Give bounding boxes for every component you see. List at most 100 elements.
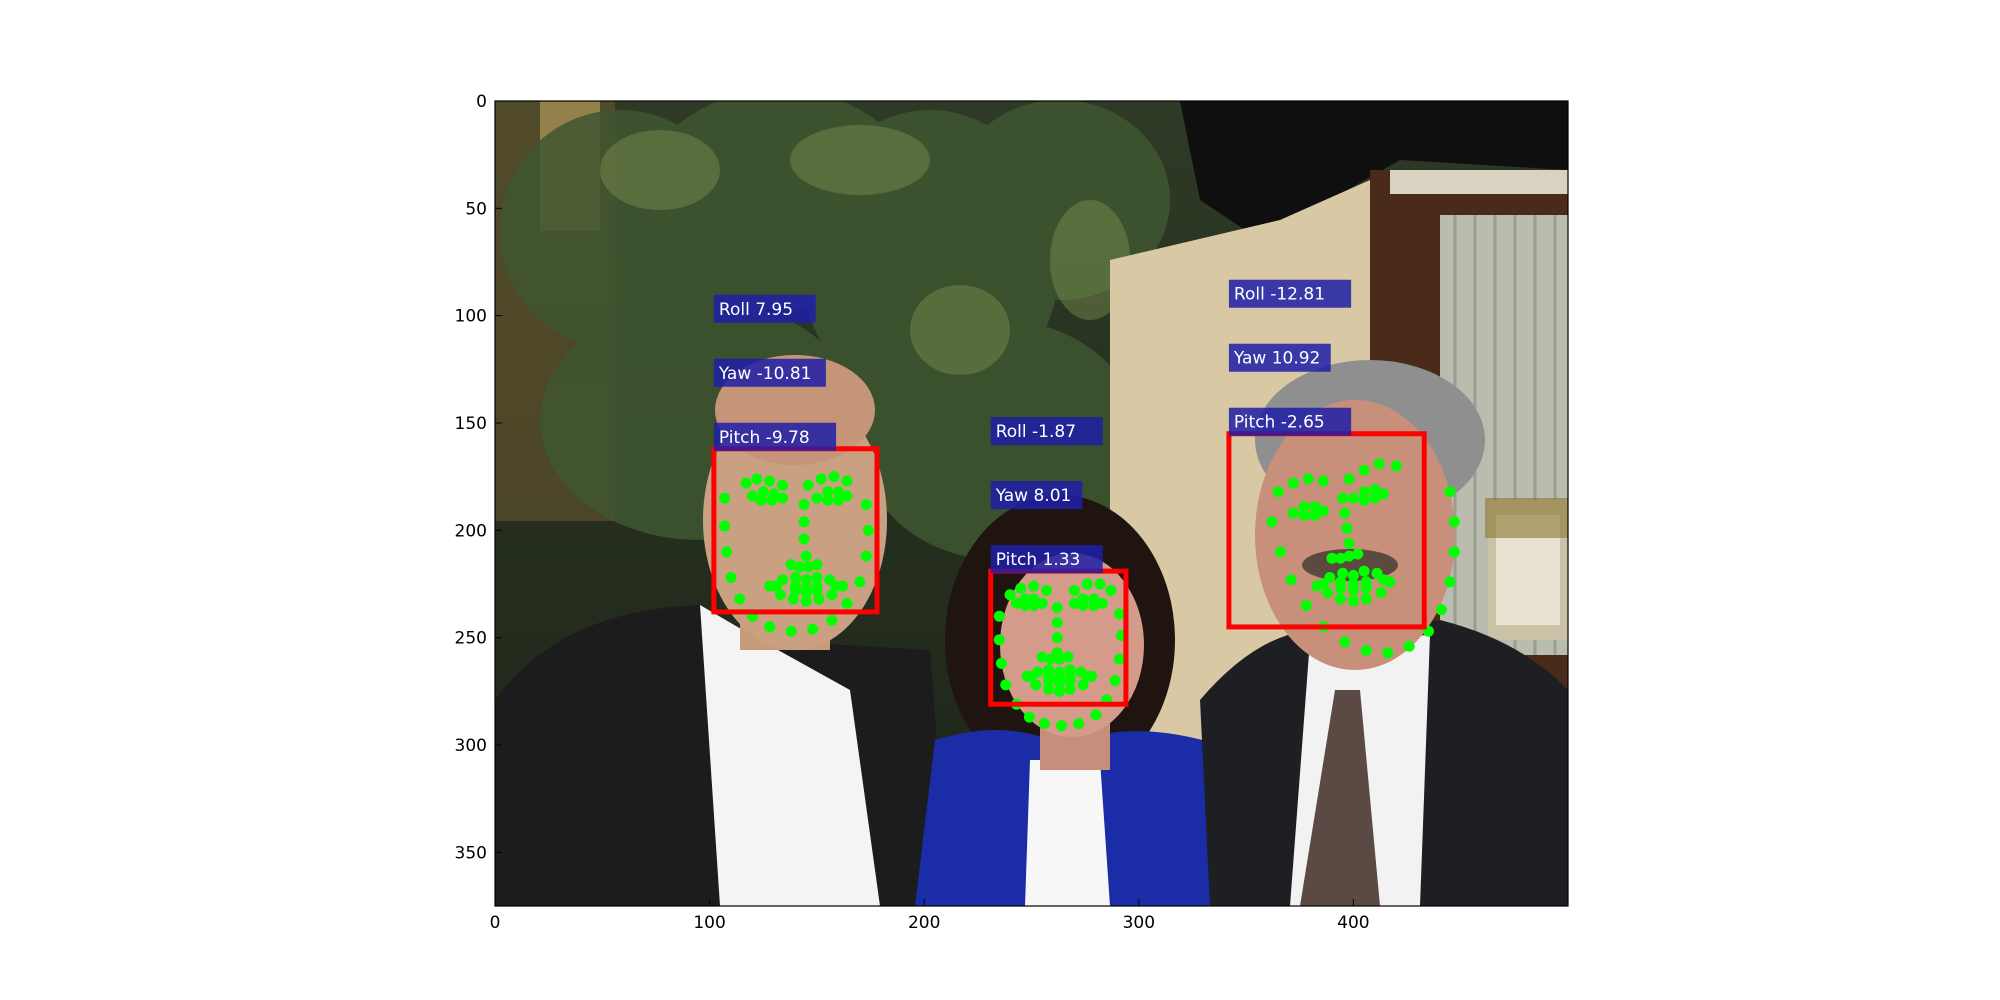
x-tick-label: 300	[1123, 913, 1155, 933]
landmark-point	[1339, 636, 1351, 648]
landmark-point	[1341, 522, 1353, 534]
landmark-point	[740, 477, 752, 489]
landmark-point	[1000, 679, 1012, 691]
landmark-point	[1090, 709, 1102, 721]
landmark-point	[1064, 683, 1076, 695]
landmark-point	[1045, 653, 1057, 665]
landmark-point	[811, 572, 823, 584]
pitch-label: Pitch 1.33	[996, 550, 1081, 570]
landmark-point	[1335, 582, 1347, 594]
landmark-point	[1326, 552, 1338, 564]
landmark-point	[815, 473, 827, 485]
landmark-point	[1369, 484, 1381, 496]
landmark-point	[1028, 580, 1040, 592]
landmark-point	[1335, 593, 1347, 605]
landmark-point	[1375, 587, 1387, 599]
landmark-point	[1274, 546, 1286, 558]
landmark-point	[794, 561, 806, 573]
landmark-point	[1377, 488, 1389, 500]
landmark-point	[1113, 653, 1125, 665]
landmark-point	[1088, 599, 1100, 611]
landmark-point	[811, 559, 823, 571]
landmark-point	[822, 494, 834, 506]
landmark-point	[1358, 464, 1370, 476]
landmark-point	[807, 623, 819, 635]
landmark-point	[1343, 473, 1355, 485]
landmark-point	[1077, 679, 1089, 691]
landmark-point	[1053, 677, 1065, 689]
x-tick-label: 200	[908, 913, 940, 933]
y-tick-label: 300	[455, 736, 487, 756]
landmark-point	[751, 473, 763, 485]
landmark-point	[811, 492, 823, 504]
landmark-point	[1343, 537, 1355, 549]
y-tick-label: 150	[455, 414, 487, 434]
landmark-point	[995, 657, 1007, 669]
landmark-point	[1300, 599, 1312, 611]
landmark-point	[1448, 546, 1460, 558]
landmark-point	[766, 494, 778, 506]
landmark-point	[1322, 587, 1334, 599]
landmark-point	[1004, 589, 1016, 601]
landmark-point	[1298, 509, 1310, 521]
landmark-point	[1077, 599, 1089, 611]
landmark-point	[1309, 501, 1321, 513]
landmark-point	[770, 580, 782, 592]
landmark-point	[1062, 651, 1074, 663]
landmark-point	[1015, 582, 1027, 594]
landmark-point	[1287, 477, 1299, 489]
landmark-point	[1272, 486, 1284, 498]
landmark-point	[1036, 597, 1048, 609]
landmark-point	[1317, 578, 1329, 590]
landmark-point	[993, 634, 1005, 646]
landmark-point	[993, 610, 1005, 622]
y-tick-label: 250	[455, 629, 487, 649]
landmark-point	[1377, 574, 1389, 586]
landmark-point	[1337, 492, 1349, 504]
pitch-label-box	[990, 545, 1103, 574]
landmark-point	[798, 499, 810, 511]
landmark-point	[1352, 548, 1364, 560]
landmark-point	[785, 625, 797, 637]
landmark-point	[1051, 617, 1063, 629]
landmark-point	[1043, 675, 1055, 687]
landmark-point	[822, 486, 834, 498]
landmark-point	[1309, 509, 1321, 521]
landmark-point	[841, 475, 853, 487]
yaw-label-box	[990, 481, 1083, 510]
landmark-point	[721, 546, 733, 558]
landmark-point	[1302, 473, 1314, 485]
landmark-point	[1073, 718, 1085, 730]
landmark-point	[1051, 602, 1063, 614]
landmark-point	[774, 589, 786, 601]
landmark-point	[1317, 505, 1329, 517]
landmark-point	[1358, 494, 1370, 506]
roll-label-box	[1228, 279, 1352, 308]
landmark-point	[777, 479, 789, 491]
landmark-point	[1036, 651, 1048, 663]
landmark-point	[777, 492, 789, 504]
landmark-point	[860, 499, 872, 511]
landmark-point	[1113, 608, 1125, 620]
landmark-point	[1109, 675, 1121, 687]
landmark-point	[860, 550, 872, 562]
roll-label-box	[990, 417, 1103, 446]
landmark-point	[826, 589, 838, 601]
yaw-label: Yaw 10.92	[1233, 349, 1320, 369]
x-tick-label: 400	[1337, 913, 1369, 933]
landmark-point	[725, 572, 737, 584]
landmark-point	[1390, 460, 1402, 472]
landmark-point	[1435, 604, 1447, 616]
landmark-point	[1335, 552, 1347, 564]
roll-label: Roll -12.81	[1234, 285, 1325, 305]
landmark-point	[798, 533, 810, 545]
landmark-point	[755, 494, 767, 506]
landmark-point	[1056, 720, 1068, 732]
landmark-point	[1337, 567, 1349, 579]
landmark-point	[747, 490, 759, 502]
pitch-label-box	[1228, 407, 1352, 436]
yaw-label-box	[713, 358, 826, 387]
